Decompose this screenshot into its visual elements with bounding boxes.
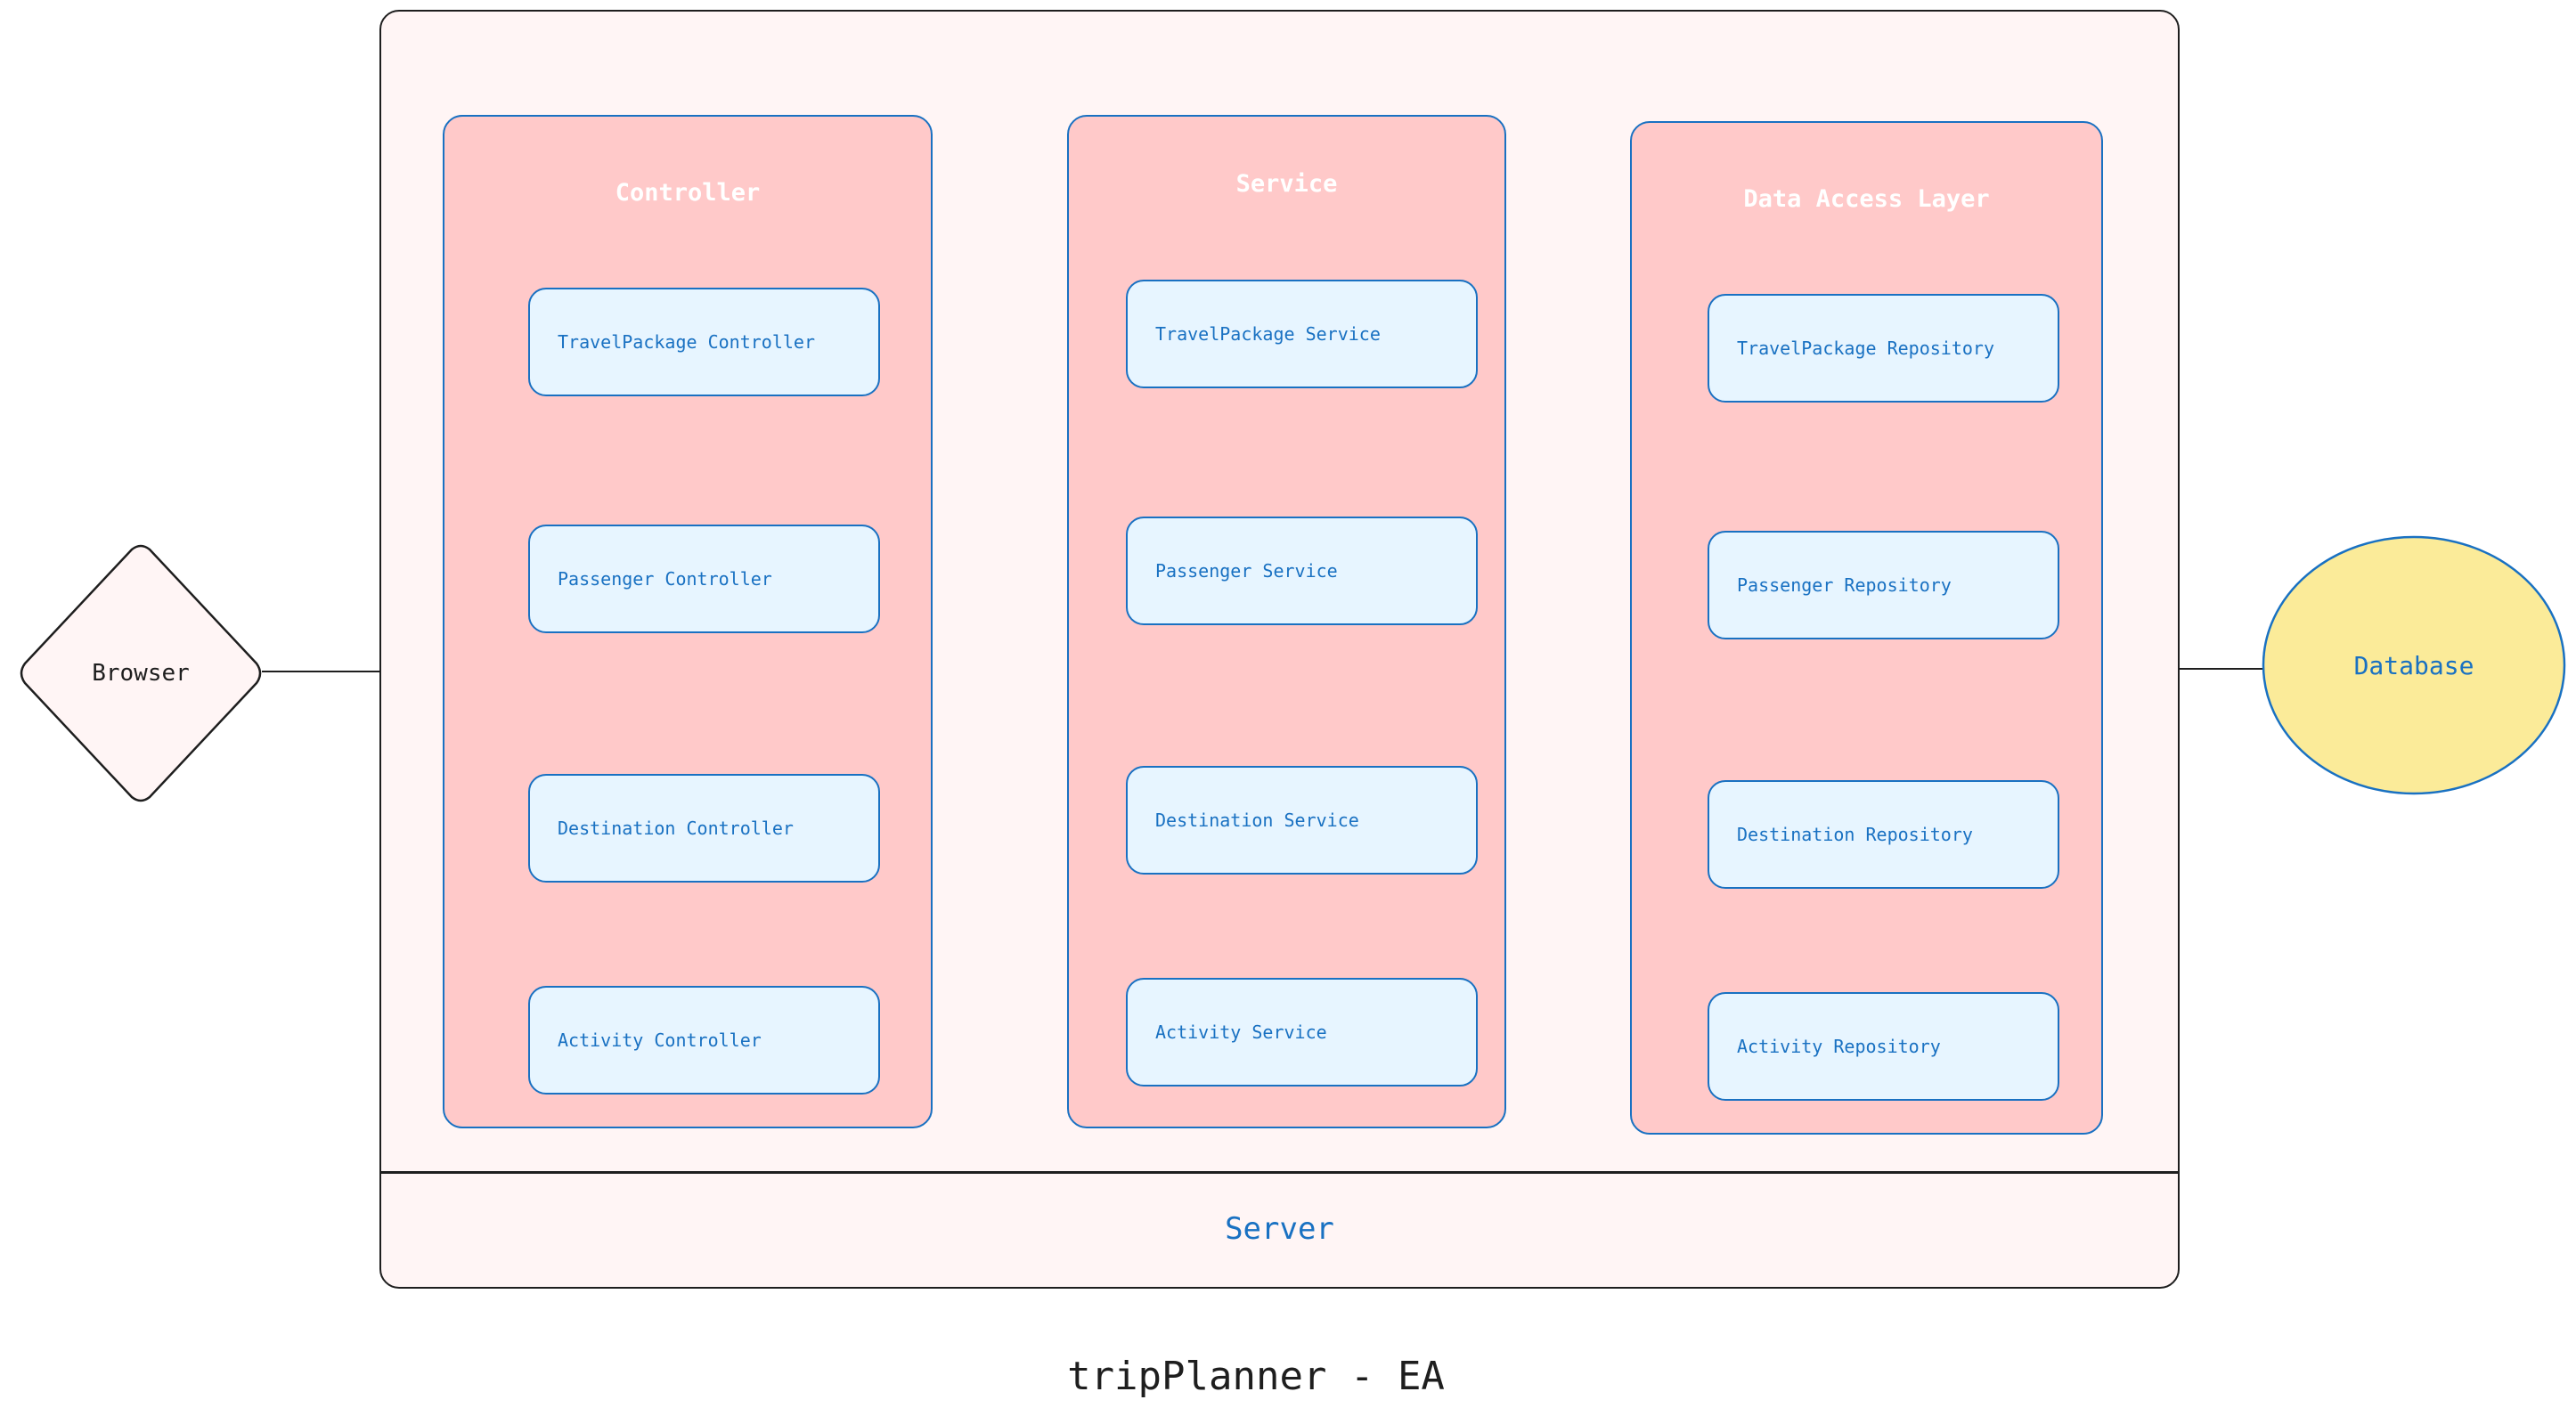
passenger-repository-box[interactable]: Passenger Repository [1708,531,2059,639]
passenger-controller-box[interactable]: Passenger Controller [528,525,880,633]
data-access-layer[interactable]: Data Access Layer TravelPackage Reposito… [1630,121,2103,1135]
server-label: Server [1225,1211,1334,1247]
destination-controller-box[interactable]: Destination Controller [528,774,880,883]
server-divider [379,1171,2180,1174]
passenger-service-box[interactable]: Passenger Service [1126,517,1478,625]
browser-diamond-shape [20,544,262,802]
travelpackage-controller-box[interactable]: TravelPackage Controller [528,288,880,396]
server-database-connector [2180,668,2262,670]
browser-label: Browser [92,660,190,687]
destination-service-box[interactable]: Destination Service [1126,766,1478,875]
activity-controller-box[interactable]: Activity Controller [528,986,880,1095]
database-ellipse-shape [2262,535,2566,795]
controller-layer-title: Controller [615,179,761,207]
service-layer-title: Service [1235,170,1338,198]
browser-server-connector [262,671,381,672]
travelpackage-service-box[interactable]: TravelPackage Service [1126,280,1478,388]
service-layer[interactable]: Service TravelPackage Service Passenger … [1067,115,1506,1128]
travelpackage-repository-box[interactable]: TravelPackage Repository [1708,294,2059,403]
destination-repository-box[interactable]: Destination Repository [1708,780,2059,889]
activity-service-box[interactable]: Activity Service [1126,978,1478,1087]
controller-layer[interactable]: Controller TravelPackage Controller Pass… [443,115,933,1128]
browser-node[interactable]: Browser [18,544,264,802]
database-label: Database [2353,651,2474,680]
database-node[interactable]: Database [2261,534,2567,797]
data-access-layer-title: Data Access Layer [1743,185,1990,213]
activity-repository-box[interactable]: Activity Repository [1708,992,2059,1101]
diagram-caption: tripPlanner - EA [1067,1353,1445,1399]
